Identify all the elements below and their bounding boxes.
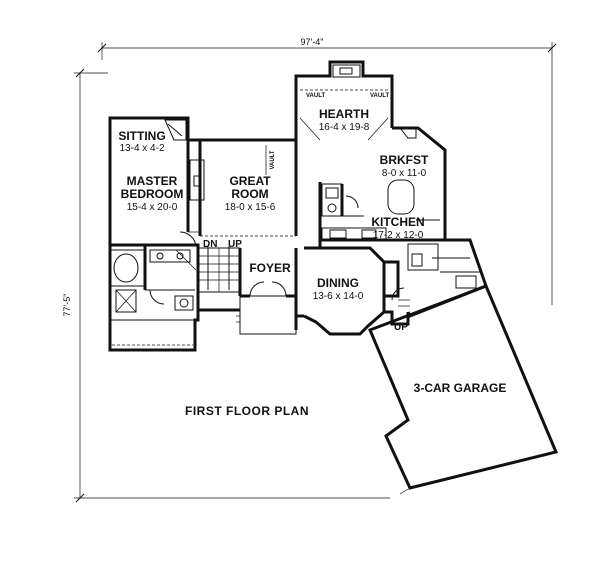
kitchen-walls [318, 126, 447, 271]
stair-down-label: DN [203, 239, 217, 250]
foyer-room-name: FOYER [249, 261, 291, 275]
vault-label-hearth-left: VAULT [306, 93, 325, 99]
master-bedroom-name-line2: BEDROOM [121, 187, 184, 201]
hearth-room-size: 16-4 x 19-8 [319, 122, 370, 133]
master-bath-walls [108, 243, 200, 352]
great-room-size: 18-0 x 15-6 [225, 202, 276, 213]
mud-room-walls [384, 238, 488, 326]
stair-walls [197, 246, 241, 293]
sitting-room-size: 13-4 x 4-2 [119, 143, 164, 154]
overall-width-label: 97'-4" [301, 37, 324, 47]
brkfst-room-name: BRKFST [380, 153, 429, 167]
master-bedroom-name-line1: MASTER [127, 174, 178, 188]
dining-room-size: 13-6 x 14-0 [313, 291, 364, 302]
hearth-room-name: HEARTH [319, 107, 369, 121]
overall-depth-label: 77'-5" [62, 294, 72, 317]
stair-up-label: UP [228, 239, 242, 250]
sitting-room-name: SITTING [118, 129, 165, 143]
dining-room-walls [296, 246, 386, 336]
vault-label-great-room: VAULT [270, 150, 276, 169]
kitchen-room-name: KITCHEN [371, 215, 424, 229]
great-room-walls [198, 138, 298, 237]
vault-label-hearth-right: VAULT [370, 93, 389, 99]
garage-name: 3-CAR GARAGE [414, 381, 507, 395]
garage-walls [368, 284, 559, 495]
kitchen-room-size: 17-2 x 12-0 [373, 230, 424, 241]
hearth-room-walls [294, 60, 394, 142]
great-room-name-line2: ROOM [231, 187, 268, 201]
master-bedroom-size: 15-4 x 20-0 [127, 202, 178, 213]
great-room-name-line1: GREAT [229, 174, 271, 188]
plan-title: FIRST FLOOR PLAN [185, 404, 309, 418]
dimension-lines [74, 42, 557, 503]
dining-room-name: DINING [317, 276, 359, 290]
garage-stair-up-label: UP [394, 322, 408, 333]
brkfst-room-size: 8-0 x 11-0 [382, 168, 427, 179]
